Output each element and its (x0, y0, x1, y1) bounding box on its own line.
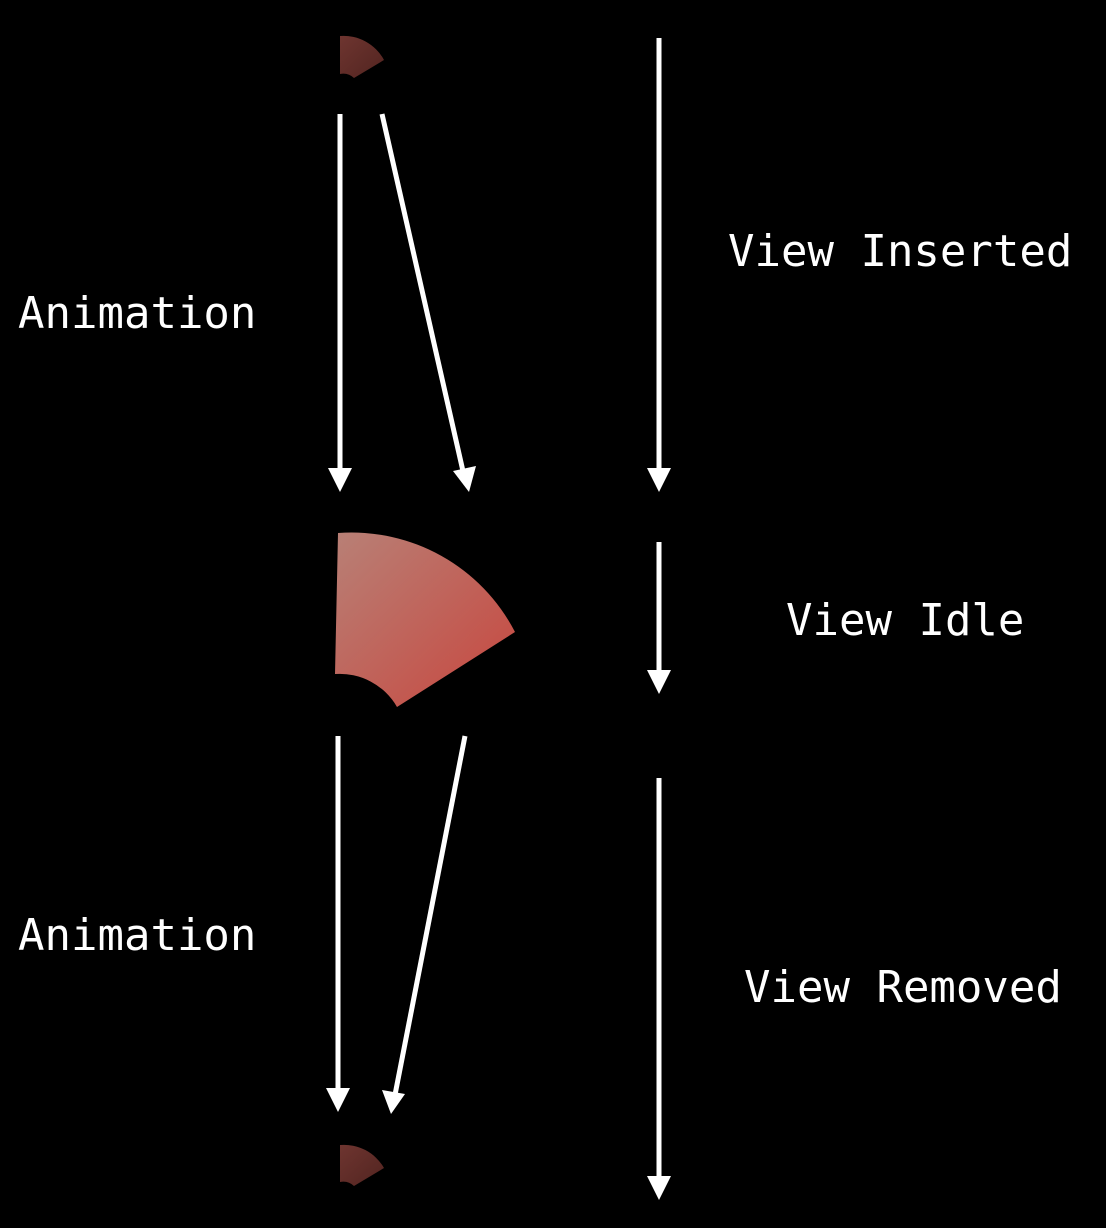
label-view-idle: View Idle (786, 595, 1024, 646)
small-wedge-bottom (340, 1144, 384, 1186)
arrow-view-removed (647, 778, 671, 1200)
arrow-top-left (328, 114, 352, 492)
label-animation-bottom: Animation (18, 910, 256, 961)
small-wedge-top (340, 35, 384, 78)
label-view-removed: View Removed (744, 962, 1062, 1013)
label-animation-top: Animation (18, 288, 256, 339)
arrow-bottom-diagonal (382, 735, 468, 1114)
large-wedge-idle (335, 532, 515, 707)
arrow-view-inserted (647, 38, 671, 492)
label-view-inserted: View Inserted (728, 226, 1072, 277)
arrow-view-idle (647, 542, 671, 694)
arrow-top-diagonal (379, 113, 476, 492)
arrow-bottom-left (326, 736, 350, 1112)
